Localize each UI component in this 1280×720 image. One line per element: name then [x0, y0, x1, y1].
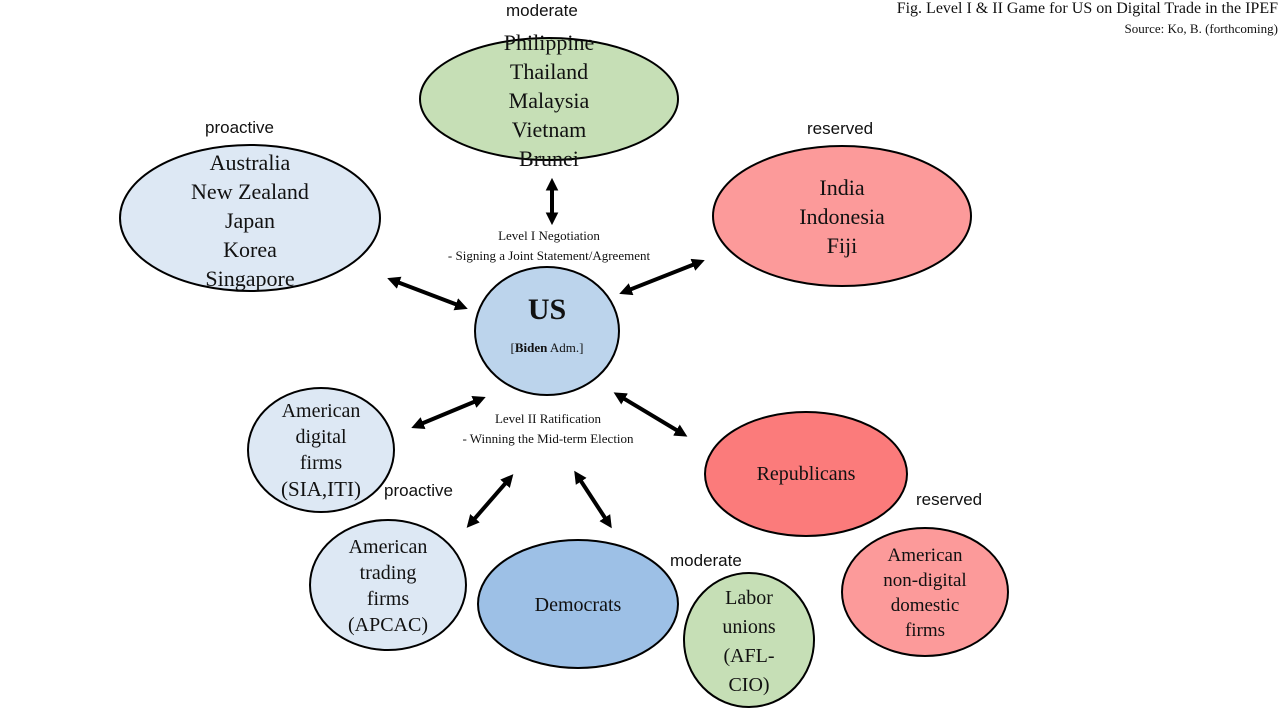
node-proactive-countries: Australia New Zealand Japan Korea Singap… — [120, 148, 380, 292]
democrats-ellipse — [477, 539, 679, 669]
arrow-us-proactive — [387, 276, 468, 311]
node-text-line: CIO) — [728, 674, 770, 696]
labor-unions-ellipse — [683, 572, 815, 708]
us-ellipse — [474, 266, 620, 396]
figure-title: Fig. Level I & II Game for US on Digital… — [896, 0, 1278, 17]
country-name: Malaysia — [508, 87, 590, 113]
moderate-countries-ellipse — [419, 37, 679, 161]
country-name: Vietnam — [511, 116, 587, 142]
proactive-countries-ellipse — [119, 144, 381, 292]
node-republicans: Republicans — [706, 459, 906, 489]
node-text-line: trading — [359, 562, 417, 584]
level1-title: Level I Negotiation — [498, 228, 600, 243]
node-text-line: (APCAC) — [347, 614, 428, 636]
label-reserved-firms: reserved — [916, 490, 983, 509]
republicans-ellipse — [704, 411, 908, 537]
node-text-line: American — [281, 400, 361, 422]
country-name: Brunei — [519, 145, 579, 171]
node-text-line: American — [887, 545, 963, 566]
country-name: Fiji — [826, 232, 858, 258]
node-text-line: domestic — [890, 595, 960, 616]
node-text-line: unions — [722, 616, 776, 638]
node-text-line: non-digital — [883, 570, 967, 591]
figure-source: Source: Ko, B. (forthcoming) — [1124, 21, 1278, 36]
node-text-line: firms — [904, 620, 946, 641]
us-administration: [Biden Adm.] — [510, 340, 584, 355]
node-text-line: Democrats — [534, 594, 622, 616]
label-reserved-countries: reserved — [807, 119, 874, 138]
label-proactive-countries: proactive — [205, 118, 274, 137]
reserved-countries-ellipse — [712, 145, 972, 287]
node-labor-unions: Labor unions (AFL- CIO) — [684, 584, 814, 700]
label-moderate-countries: moderate — [506, 1, 578, 20]
arrow-us-digital-firms — [411, 396, 486, 429]
node-text-line: firms — [299, 452, 343, 474]
label-proactive-firms: proactive — [384, 481, 453, 500]
node-text-line: digital — [295, 426, 347, 448]
country-name: New Zealand — [191, 178, 309, 204]
trading-firms-ellipse — [309, 519, 467, 651]
node-text-line: American — [348, 536, 428, 558]
level2-description: - Winning the Mid-term Election — [462, 431, 634, 446]
digital-firms-ellipse — [247, 387, 395, 513]
node-reserved-countries: India Indonesia Fiji — [713, 172, 971, 260]
node-text-line: firms — [366, 588, 410, 610]
country-name: Japan — [224, 207, 276, 233]
node-digital-firms: American digital firms (SIA,ITI) — [248, 394, 394, 506]
arrow-us-democrats — [574, 470, 612, 529]
node-text-line: (AFL- — [723, 645, 775, 667]
node-democrats: Democrats — [478, 590, 678, 620]
country-name: Korea — [223, 236, 277, 262]
label-moderate-unions: moderate — [670, 551, 742, 570]
country-name: Thailand — [509, 58, 589, 84]
non-digital-firms-ellipse — [841, 527, 1009, 657]
node-text-line: Republicans — [756, 463, 856, 485]
node-non-digital-firms: American non-digital domestic firms — [842, 541, 1008, 645]
country-name: Australia — [209, 149, 291, 175]
arrow-us-trading-firms — [466, 474, 514, 528]
us-title: US — [527, 293, 567, 326]
node-text-line: (SIA,ITI) — [281, 477, 361, 501]
country-name: India — [819, 174, 865, 200]
level1-note: Level I Negotiation - Signing a Joint St… — [418, 226, 680, 266]
level2-note: Level II Ratification - Winning the Mid-… — [430, 409, 666, 449]
us-administration-bold: Biden — [514, 340, 548, 355]
node-text-line: Labor — [725, 587, 773, 609]
country-name: Philippine — [503, 29, 595, 55]
country-name: Indonesia — [799, 203, 885, 229]
node-us: US [Biden Adm.] — [475, 276, 619, 372]
level1-description: - Signing a Joint Statement/Agreement — [447, 248, 651, 263]
country-name: Singapore — [205, 265, 295, 291]
node-moderate-countries: Philippine Thailand Malaysia Vietnam Bru… — [420, 28, 678, 172]
node-trading-firms: American trading firms (APCAC) — [310, 530, 466, 642]
arrow-us-republicans — [613, 392, 688, 437]
arrow-us-reserved — [619, 258, 705, 296]
level2-title: Level II Ratification — [494, 411, 602, 426]
